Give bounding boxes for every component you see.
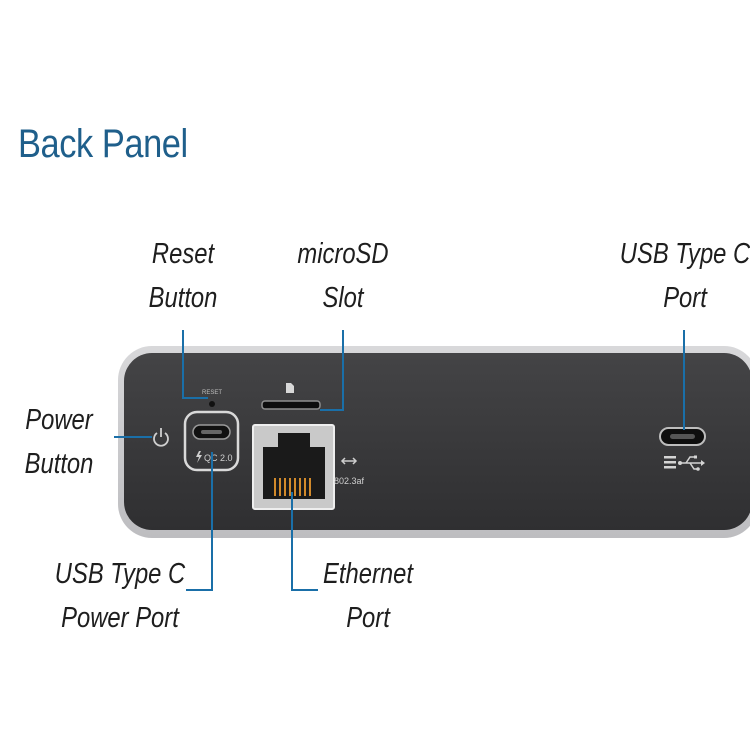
callout-line-1: microSD bbox=[297, 238, 389, 270]
callout-line-1: Power bbox=[25, 404, 93, 436]
reset-label: RESET bbox=[202, 390, 222, 396]
callout-line-2: Slot bbox=[322, 282, 364, 314]
network-arrows-icon bbox=[340, 457, 358, 465]
page-title: Back Panel bbox=[18, 122, 188, 166]
callout-microsd-slot: microSD Slot bbox=[290, 232, 397, 320]
leader-reset bbox=[182, 330, 208, 399]
callout-line-1: USB Type C bbox=[54, 558, 186, 590]
callout-usb-c-port: USB Type C Port bbox=[615, 232, 750, 320]
leader-microsd bbox=[320, 330, 344, 411]
leader-lines bbox=[114, 330, 685, 591]
poe-label: 802.3af bbox=[334, 476, 365, 486]
qc-label: QC 2.0 bbox=[204, 453, 233, 463]
reset-button[interactable] bbox=[209, 401, 215, 407]
usb-c-port-tongue bbox=[670, 434, 695, 439]
callout-line-2: Power Port bbox=[61, 602, 179, 634]
microsd-slot[interactable] bbox=[261, 400, 321, 410]
usb-icon bbox=[664, 455, 705, 471]
callout-line-1: Reset bbox=[151, 238, 215, 270]
device-panel bbox=[124, 353, 750, 530]
callout-line-2: Button bbox=[24, 448, 94, 480]
callout-line-2: Port bbox=[663, 282, 707, 314]
leader-usbpower bbox=[186, 452, 213, 591]
leader-ethernet bbox=[291, 492, 318, 591]
callout-line-2: Port bbox=[346, 602, 390, 634]
usb-c-power-port-tongue bbox=[201, 430, 222, 434]
callout-reset-button: Reset Button bbox=[130, 232, 237, 320]
callout-ethernet-port: Ethernet Port bbox=[311, 552, 426, 640]
lightning-icon bbox=[196, 451, 202, 463]
callout-line-1: USB Type C bbox=[619, 238, 750, 270]
power-icon bbox=[153, 428, 169, 447]
callout-usb-c-power-port: USB Type C Power Port bbox=[54, 552, 185, 640]
callout-line-2: Button bbox=[148, 282, 218, 314]
callout-line-1: Ethernet bbox=[323, 558, 413, 590]
sd-card-icon bbox=[286, 383, 294, 393]
callout-power-button: Power Button bbox=[6, 398, 113, 486]
ethernet-contacts bbox=[274, 478, 311, 496]
